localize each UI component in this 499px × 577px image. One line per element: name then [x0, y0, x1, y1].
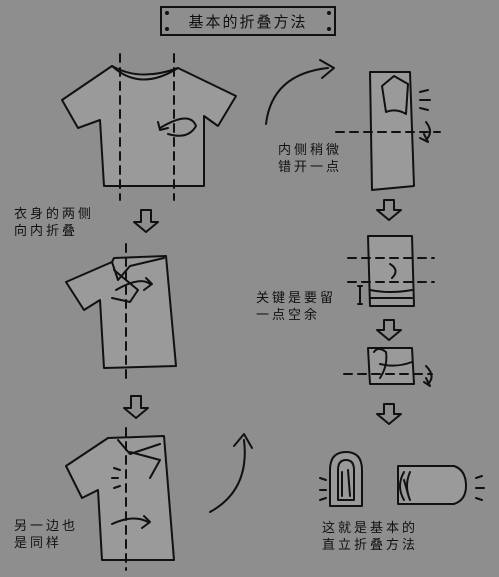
- tshirt-both-folded: [65, 427, 175, 571]
- curved-arrow-icon: [209, 433, 253, 513]
- caption-line: 错开一点: [278, 160, 343, 175]
- caption-key-space: 关键是要留 一点空余: [256, 290, 336, 324]
- caption-line: 是同样: [14, 536, 63, 551]
- title-box: 基本的折叠方法: [160, 6, 336, 36]
- standing-roll-flat: [397, 465, 485, 505]
- caption-line: 另一边也: [14, 519, 79, 534]
- caption-inner-offset: 内侧稍微 错开一点: [278, 142, 342, 176]
- caption-fold-sides: 衣身的两侧 向内折叠: [14, 206, 94, 240]
- caption-line: 向内折叠: [14, 224, 79, 239]
- tshirt-flat: [61, 53, 237, 201]
- down-arrow-icon: [133, 209, 159, 233]
- curved-arrow-icon: [265, 59, 335, 125]
- caption-line: 直立折叠方法: [322, 538, 419, 553]
- caption-line: 关键是要留: [256, 291, 337, 306]
- shirt-rolled: [343, 347, 433, 387]
- page-title: 基本的折叠方法: [188, 12, 308, 31]
- down-arrow-icon: [376, 199, 402, 221]
- down-arrow-icon: [123, 395, 149, 419]
- caption-result: 这就是基本的 直立折叠方法: [322, 520, 418, 554]
- shirt-folded-half: [347, 235, 435, 307]
- caption-line: 一点空余: [256, 308, 321, 323]
- caption-other-side: 另一边也 是同样: [14, 518, 78, 552]
- caption-line: 内侧稍微: [278, 143, 343, 158]
- caption-line: 衣身的两侧: [14, 207, 95, 222]
- down-arrow-icon: [376, 319, 402, 341]
- down-arrow-icon: [376, 403, 402, 425]
- caption-line: 这就是基本的: [322, 521, 419, 536]
- shirt-strip: [335, 71, 441, 191]
- tshirt-half-folded: [65, 243, 177, 381]
- standing-roll-upright: [319, 451, 363, 507]
